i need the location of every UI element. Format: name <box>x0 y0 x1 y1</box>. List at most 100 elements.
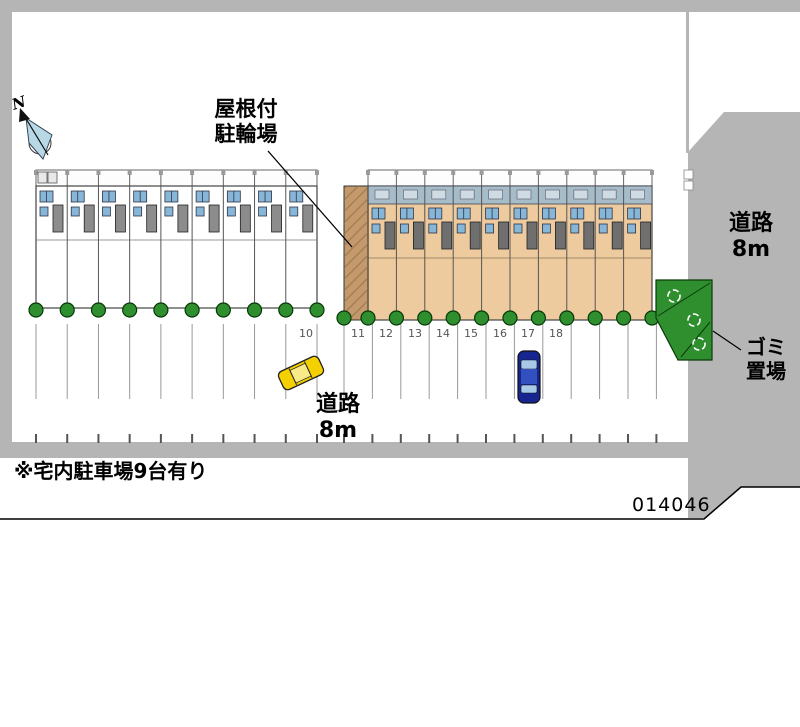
balcony-post <box>508 170 512 175</box>
north-arrow-line <box>24 116 49 156</box>
roof-vent <box>431 189 447 200</box>
right-building-units <box>371 186 651 320</box>
roof-vent <box>573 189 589 200</box>
balcony-post <box>621 170 626 175</box>
recycle-icon <box>667 289 681 303</box>
bike-leader-line <box>267 150 353 248</box>
parking-ticks <box>35 434 658 443</box>
unit-door <box>115 204 126 233</box>
car-blue <box>517 350 541 404</box>
unit-door <box>208 204 220 233</box>
balcony-post <box>65 170 70 175</box>
balcony-post <box>190 170 195 175</box>
balcony-post <box>315 170 319 175</box>
balcony-post <box>479 170 484 175</box>
parking-space-number-13: 13 <box>408 327 422 340</box>
car-windshield <box>520 359 538 370</box>
unit-small-window <box>542 223 551 234</box>
roof-vent <box>516 189 532 200</box>
trash-area-label: ゴミ 置場 <box>739 335 793 383</box>
balcony-post <box>366 170 370 175</box>
top-border-strip <box>0 0 800 12</box>
unit-small-window <box>598 223 608 234</box>
road-label-center-line2: 8m <box>318 418 358 444</box>
parking-space-number-18: 18 <box>549 327 563 340</box>
meter-box <box>37 171 58 184</box>
unit-door <box>52 204 64 233</box>
unit-door <box>83 204 95 233</box>
unit-small-window <box>133 206 143 217</box>
unit-small-window <box>485 223 495 234</box>
road-gate-mark <box>683 169 694 180</box>
tree <box>445 310 461 326</box>
road-label-right-line2: 8m <box>731 237 771 263</box>
parking-space-number-17: 17 <box>521 327 535 340</box>
trash-area <box>655 279 713 361</box>
balcony-post <box>394 170 399 175</box>
balcony-post <box>127 170 132 175</box>
parking-space-number-12: 12 <box>379 327 393 340</box>
car-windshield-line <box>288 368 298 386</box>
balcony-post <box>564 170 569 175</box>
left-balcony-strip <box>35 169 318 187</box>
tree <box>153 302 169 318</box>
balcony-post <box>96 170 101 175</box>
balcony-post <box>536 170 541 175</box>
roof-vent <box>630 189 645 200</box>
recycle-icon <box>687 313 701 327</box>
unit-door <box>384 221 396 250</box>
tree <box>388 310 404 326</box>
parking-space-number-11: 11 <box>351 327 365 340</box>
right-boundary-line <box>686 12 689 153</box>
tree <box>90 302 107 318</box>
car-yellow <box>277 355 325 391</box>
tree <box>336 310 352 326</box>
balcony-post <box>34 170 38 175</box>
car-rear-window <box>520 384 538 394</box>
unit-door <box>441 221 453 250</box>
unit-small-window <box>164 206 174 217</box>
road-label-center-line1: 道路 <box>315 392 360 417</box>
bike-parking-label-line1: 屋根付 <box>214 97 278 121</box>
balcony-post <box>650 170 654 175</box>
note-text: ※宅内駐車場9台有り <box>14 459 208 483</box>
unit-small-window <box>399 223 409 234</box>
roof-vent <box>601 189 617 200</box>
tree <box>615 310 632 326</box>
tree <box>215 302 231 318</box>
unit-door <box>239 204 251 233</box>
left-building <box>35 185 318 309</box>
unit-door <box>611 221 623 250</box>
unit-door <box>583 221 595 250</box>
bike-parking-label-line2: 駐輪場 <box>214 122 278 147</box>
tree <box>360 310 376 326</box>
recycle-icon <box>692 337 706 351</box>
trash-leader-line <box>712 330 742 351</box>
roof-vent <box>374 189 390 200</box>
trash-area-line <box>657 282 711 317</box>
right-road <box>688 112 800 518</box>
trees <box>28 302 660 326</box>
tree <box>474 310 490 326</box>
unit-door <box>498 221 510 250</box>
unit-small-window <box>570 223 580 234</box>
roof-vent <box>545 189 560 200</box>
unit-door <box>146 204 158 233</box>
balcony-post <box>451 170 456 175</box>
parking-space-number-16: 16 <box>493 327 507 340</box>
unit-door <box>555 221 566 250</box>
unit-door <box>271 204 282 233</box>
roof-vent <box>403 189 418 200</box>
parking-space-number-14: 14 <box>436 327 450 340</box>
parking-space-number-10: 10 <box>299 327 313 340</box>
unit-small-window <box>226 206 236 217</box>
tree <box>122 302 138 318</box>
balcony-post <box>158 170 163 175</box>
unit-small-window <box>102 206 111 217</box>
bike-parking-hatch <box>344 186 368 320</box>
tree <box>309 302 325 318</box>
roof-vent <box>459 189 475 200</box>
plan-number: 014046 <box>632 494 711 516</box>
